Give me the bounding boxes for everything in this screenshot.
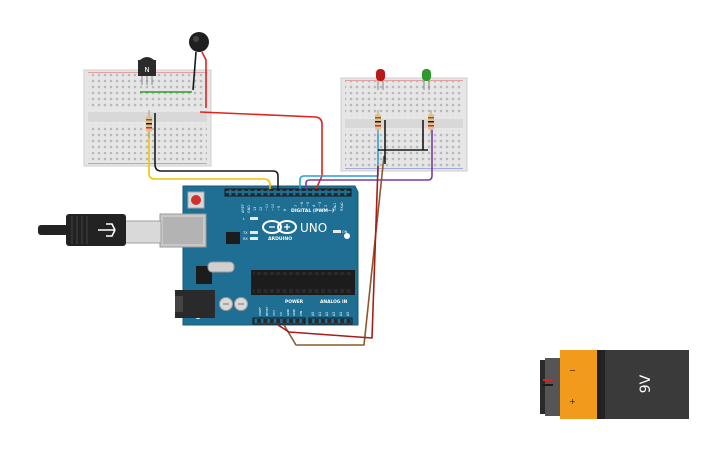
svg-text:A3: A3: [332, 312, 336, 316]
svg-text:~10: ~10: [271, 204, 275, 211]
arduino-model: UNO: [300, 221, 327, 235]
svg-text:GND: GND: [292, 308, 296, 316]
svg-text:L: L: [243, 217, 245, 221]
svg-text:4: 4: [312, 205, 316, 207]
vibration-motor[interactable]: [189, 32, 209, 52]
svg-text:GND: GND: [286, 308, 290, 316]
svg-text:ON: ON: [342, 230, 348, 234]
svg-text:RX◂0: RX◂0: [340, 202, 344, 211]
battery-minus-label: −: [569, 366, 576, 375]
wire-brown[interactable]: [283, 155, 385, 346]
resistor-left[interactable]: [146, 110, 152, 138]
wire-red-5v[interactable]: [199, 111, 323, 190]
svg-text:~6: ~6: [300, 202, 304, 207]
svg-text:A5: A5: [346, 312, 350, 316]
svg-text:RX: RX: [243, 237, 248, 241]
green-led[interactable]: [422, 69, 431, 90]
usb-chip: [226, 232, 240, 244]
svg-text:8: 8: [283, 209, 287, 211]
mounting-hole: [344, 233, 350, 239]
svg-text:IOREF: IOREF: [258, 307, 262, 316]
svg-text:13: 13: [253, 207, 257, 211]
svg-text:~9: ~9: [277, 206, 281, 211]
svg-text:A0: A0: [311, 312, 315, 316]
red-led[interactable]: [376, 69, 385, 90]
analog-pin-labels: A0 A1 A2 A3 A4 A5: [311, 312, 350, 316]
svg-text:TX▸1: TX▸1: [333, 203, 337, 212]
analog-label: ANALOG IN: [320, 299, 348, 305]
battery-9v[interactable]: − + 9V: [540, 350, 689, 419]
crystal: [207, 261, 235, 273]
transistor-label: N: [144, 66, 149, 74]
power-header[interactable]: [252, 317, 306, 325]
arduino-uno[interactable]: AREF GND 13 12 ~11 ~10 ~9 8 7 ~6 ~5 4 ~3…: [159, 185, 359, 326]
svg-text:~3: ~3: [318, 202, 322, 207]
reset-button[interactable]: [191, 195, 201, 205]
svg-text:~5: ~5: [306, 202, 310, 207]
breadboard-right[interactable]: [340, 77, 468, 172]
battery-voltage-label: 9V: [638, 374, 654, 393]
voltage-regulator: [196, 266, 212, 284]
transistor[interactable]: N: [138, 57, 156, 85]
board-leds: L TX RX ON: [242, 217, 348, 241]
svg-text:AREF: AREF: [241, 204, 245, 213]
power-pin-labels: IOREF RESET 3V3 5V GND GND VIN: [258, 306, 303, 316]
usb-icon: [98, 223, 116, 237]
svg-text:A1: A1: [318, 312, 322, 316]
wire-yellow-signal[interactable]: [148, 132, 271, 189]
battery-plus-label: +: [569, 397, 576, 406]
svg-text:~11: ~11: [265, 204, 269, 211]
wire-blue[interactable]: [299, 130, 379, 189]
svg-text:A4: A4: [339, 312, 343, 316]
wire-black-gnd[interactable]: [154, 113, 279, 189]
svg-text:2: 2: [324, 205, 328, 207]
arduino-logo: [262, 220, 297, 234]
svg-text:VIN: VIN: [299, 311, 303, 316]
arduino-brand: ARDUINO: [268, 236, 292, 242]
digital-header[interactable]: [224, 188, 352, 197]
wire-purple[interactable]: [305, 130, 433, 189]
svg-text:TX: TX: [242, 231, 248, 235]
resistor-red-led[interactable]: [375, 110, 381, 134]
wire-motor-red[interactable]: [201, 51, 207, 108]
power-label: POWER: [285, 299, 304, 305]
svg-text:12: 12: [259, 207, 263, 211]
svg-text:3V3: 3V3: [272, 310, 276, 316]
svg-text:5V: 5V: [279, 311, 283, 316]
wire-darkred[interactable]: [277, 165, 379, 339]
analog-header[interactable]: [308, 317, 353, 325]
digital-pin-labels: AREF GND 13 12 ~11 ~10 ~9 8 7 ~6 ~5 4 ~3…: [241, 202, 344, 213]
wire-motor-black[interactable]: [192, 51, 197, 91]
resistor-green-led[interactable]: [428, 110, 434, 134]
digital-header-label: DIGITAL (PWM~): [291, 208, 334, 214]
svg-text:RESET: RESET: [265, 306, 269, 316]
svg-text:7: 7: [294, 205, 298, 207]
svg-text:GND: GND: [247, 205, 251, 213]
svg-text:A2: A2: [325, 312, 329, 316]
usb-cable[interactable]: [38, 214, 162, 246]
